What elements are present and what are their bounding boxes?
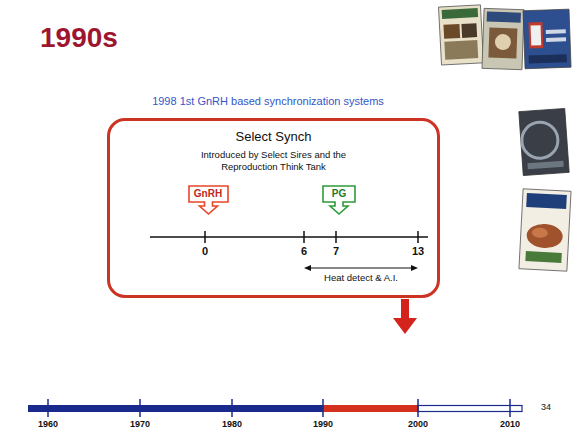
protocol-timeline <box>150 231 428 243</box>
subtitle: 1998 1st GnRH based synchronization syst… <box>152 95 384 107</box>
year-label: 1960 <box>38 420 58 430</box>
injection-label: GnRH <box>188 185 229 202</box>
year-label: 2010 <box>500 420 520 430</box>
decade-timeline <box>28 399 522 417</box>
pointer-arrow <box>393 299 417 334</box>
magazine-covers <box>439 5 572 271</box>
day-number: 7 <box>333 245 339 257</box>
day-number: 0 <box>202 245 208 257</box>
injection-arrow-box: PG <box>322 185 356 215</box>
panel-subheading: Introduced by Select Sires and the Repro… <box>174 149 374 173</box>
slide-title: 1990s <box>40 22 118 54</box>
year-label: 1990 <box>313 420 333 430</box>
year-label: 2000 <box>408 420 428 430</box>
year-label: 1980 <box>222 420 242 430</box>
year-label: 1970 <box>130 420 150 430</box>
page-number: 34 <box>541 403 551 413</box>
span-label: Heat detect & A.I. <box>324 273 398 283</box>
day-number: 6 <box>301 245 307 257</box>
day-number: 13 <box>412 245 424 257</box>
arrow-box-shape <box>189 186 228 214</box>
panel-heading: Select Synch <box>236 129 312 145</box>
arrow-box-shape <box>323 186 355 214</box>
injection-arrow-box: GnRH <box>188 185 229 215</box>
protocol-panel: Select SynchIntroduced by Select Sires a… <box>107 118 440 298</box>
injection-label: PG <box>322 185 356 202</box>
heat-detect-span-arrow <box>304 265 418 271</box>
